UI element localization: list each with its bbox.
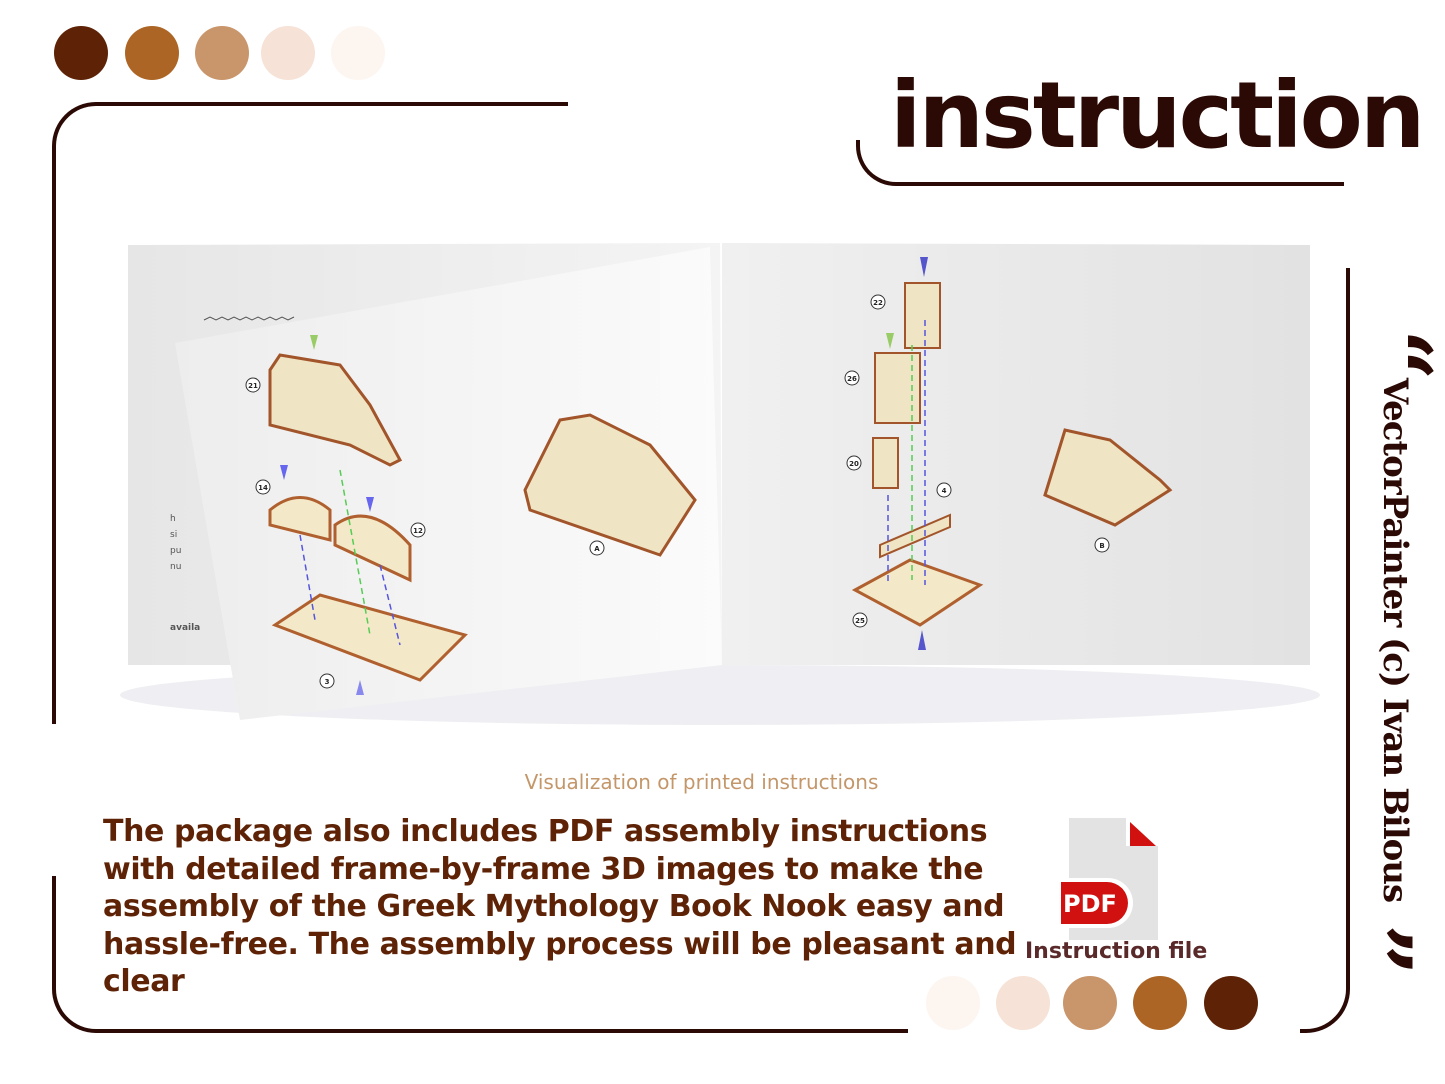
- frame-bottom-left: [52, 876, 908, 1033]
- pdf-badge-text: PDF: [1063, 890, 1117, 918]
- arrow-icons: [280, 257, 928, 695]
- svg-text:B: B: [1099, 542, 1104, 550]
- svg-text:3: 3: [325, 678, 330, 686]
- svg-text:h: h: [170, 514, 176, 524]
- parts-clouds-14-12: [268, 496, 412, 583]
- instruction-book-mockup: h si pu nu availa 21 14 12 3 A 22 2: [120, 243, 1320, 725]
- swatch-tan: [1063, 976, 1117, 1030]
- svg-text:22: 22: [873, 299, 883, 307]
- swatch-dark-brown: [1204, 976, 1258, 1030]
- assembled-model-b: [1043, 428, 1173, 527]
- svg-text:12: 12: [413, 527, 423, 535]
- swatch-cream: [331, 26, 385, 80]
- assembled-model-a: [523, 413, 697, 557]
- close-quote-icon: ”: [1324, 924, 1431, 976]
- part-arch-21: [268, 353, 403, 467]
- swatch-copper: [125, 26, 179, 80]
- left-page-text-fragments: h si pu nu availa: [170, 514, 200, 633]
- part-base-3: [271, 593, 468, 682]
- part-labels: [245, 294, 1110, 689]
- svg-text:20: 20: [849, 460, 859, 468]
- svg-text:availa: availa: [170, 623, 200, 633]
- pdf-file-icon[interactable]: PDF: [1058, 816, 1162, 942]
- part-26: [874, 352, 921, 424]
- part-4: [879, 513, 951, 559]
- swatch-dark-brown: [54, 26, 108, 80]
- swatch-peach: [996, 976, 1050, 1030]
- swatch-tan: [195, 26, 249, 80]
- svg-text:si: si: [170, 530, 177, 540]
- svg-text:4: 4: [942, 487, 947, 495]
- part-22: [904, 282, 941, 349]
- credit-text: VectorPainter (c) Ivan Bilous: [1375, 377, 1415, 903]
- frame-top-left: [52, 102, 568, 724]
- swatch-cream: [926, 976, 980, 1030]
- svg-text:pu: pu: [170, 546, 181, 556]
- description-text: The package also includes PDF assembly i…: [103, 814, 1017, 999]
- swatch-peach: [261, 26, 315, 80]
- svg-text:14: 14: [258, 484, 268, 492]
- image-caption: Visualization of printed instructions: [524, 770, 879, 794]
- part-25: [851, 558, 984, 627]
- part-20: [872, 437, 899, 489]
- pdf-file-label[interactable]: Instruction file: [1025, 939, 1208, 964]
- svg-text:nu: nu: [170, 562, 181, 572]
- svg-text:A: A: [594, 545, 600, 553]
- title-underline: [856, 140, 1344, 186]
- svg-text:26: 26: [847, 375, 857, 383]
- open-quote-icon: “: [1344, 329, 1445, 381]
- swatch-copper: [1133, 976, 1187, 1030]
- svg-text:21: 21: [248, 382, 258, 390]
- svg-text:25: 25: [855, 617, 865, 625]
